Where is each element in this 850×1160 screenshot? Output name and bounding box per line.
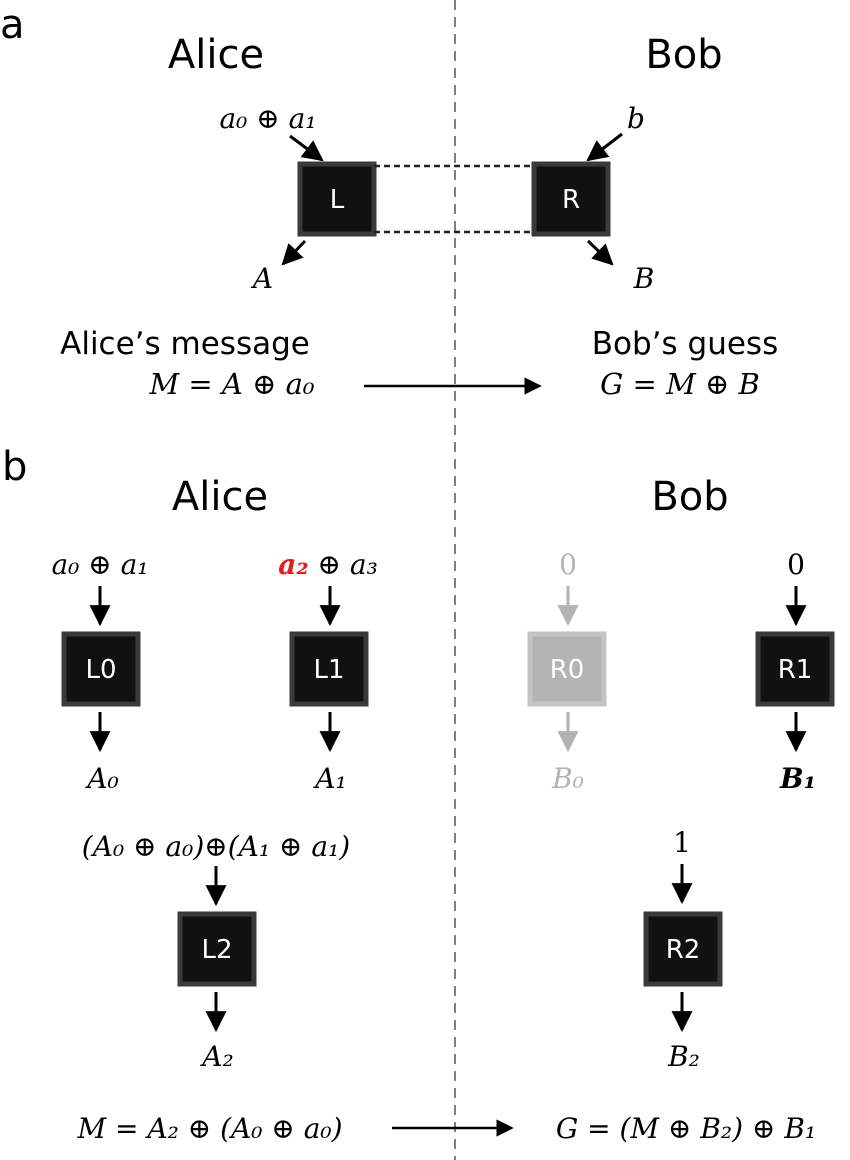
- box-r1-label: R1: [778, 655, 813, 685]
- l2-output: A₂: [199, 1040, 233, 1073]
- box-l0: [61, 631, 141, 707]
- bob-heading-a: Bob: [645, 32, 722, 78]
- alice-message-caption: Alice’s message: [60, 326, 310, 362]
- box-r2-label: R2: [666, 935, 701, 965]
- box-left-label: L: [330, 185, 345, 215]
- arrow-alice-in-a: [289, 134, 324, 162]
- box-l2-label: L2: [201, 935, 232, 965]
- bob-input-a: b: [627, 102, 645, 135]
- arrow-bob-in-a: [586, 132, 623, 162]
- panel-a-label: a: [0, 2, 25, 48]
- alice-heading-a: Alice: [168, 32, 264, 78]
- r1-output: B₁: [779, 762, 816, 795]
- box-r1: [755, 631, 835, 707]
- message-formula-b: M = A₂ ⊕ (A₀ ⊕ a₀): [76, 1112, 342, 1145]
- box-left: [297, 161, 377, 237]
- alice-message-formula: M = A ⊕ a₀: [148, 367, 314, 401]
- box-l2: [177, 911, 257, 987]
- panel-b-label: b: [2, 444, 27, 490]
- box-l1-label: L1: [313, 655, 344, 685]
- bob-guess-caption: Bob’s guess: [592, 326, 778, 362]
- r2-input: 1: [673, 826, 691, 859]
- guess-formula-b: G = (M ⊕ B₂) ⊕ B₁: [556, 1112, 816, 1145]
- l1-output: A₁: [312, 762, 346, 795]
- box-r0: [527, 631, 607, 707]
- l1-input-rest: ⊕ a₃: [309, 548, 378, 581]
- arrow-bob-out-a: [586, 239, 614, 266]
- bob-heading-b: Bob: [651, 474, 728, 520]
- box-l1: [289, 631, 369, 707]
- bob-guess-formula: G = M ⊕ B: [600, 367, 760, 401]
- l0-output: A₀: [84, 762, 118, 795]
- r0-output: B₀: [551, 762, 584, 795]
- r1-input: 0: [787, 548, 805, 581]
- box-l0-label: L0: [85, 655, 116, 685]
- box-right-label: R: [562, 185, 580, 215]
- box-r0-label: R0: [550, 655, 585, 685]
- r2-output: B₂: [667, 1040, 700, 1073]
- alice-heading-b: Alice: [172, 474, 268, 520]
- box-right: [531, 161, 611, 237]
- box-r2: [643, 911, 723, 987]
- l0-input: a₀ ⊕ a₁: [51, 548, 148, 581]
- alice-output-a: A: [250, 262, 273, 295]
- l1-input: a₂ ⊕ a₃: [278, 548, 378, 581]
- arrow-alice-out-a: [281, 239, 307, 266]
- l1-input-highlight: a₂: [278, 548, 308, 581]
- r0-input: 0: [559, 548, 577, 581]
- bob-output-a: B: [633, 262, 655, 295]
- alice-input-a: a₀ ⊕ a₁: [219, 102, 316, 135]
- l2-input: (A₀ ⊕ a₀)⊕(A₁ ⊕ a₁): [82, 830, 350, 863]
